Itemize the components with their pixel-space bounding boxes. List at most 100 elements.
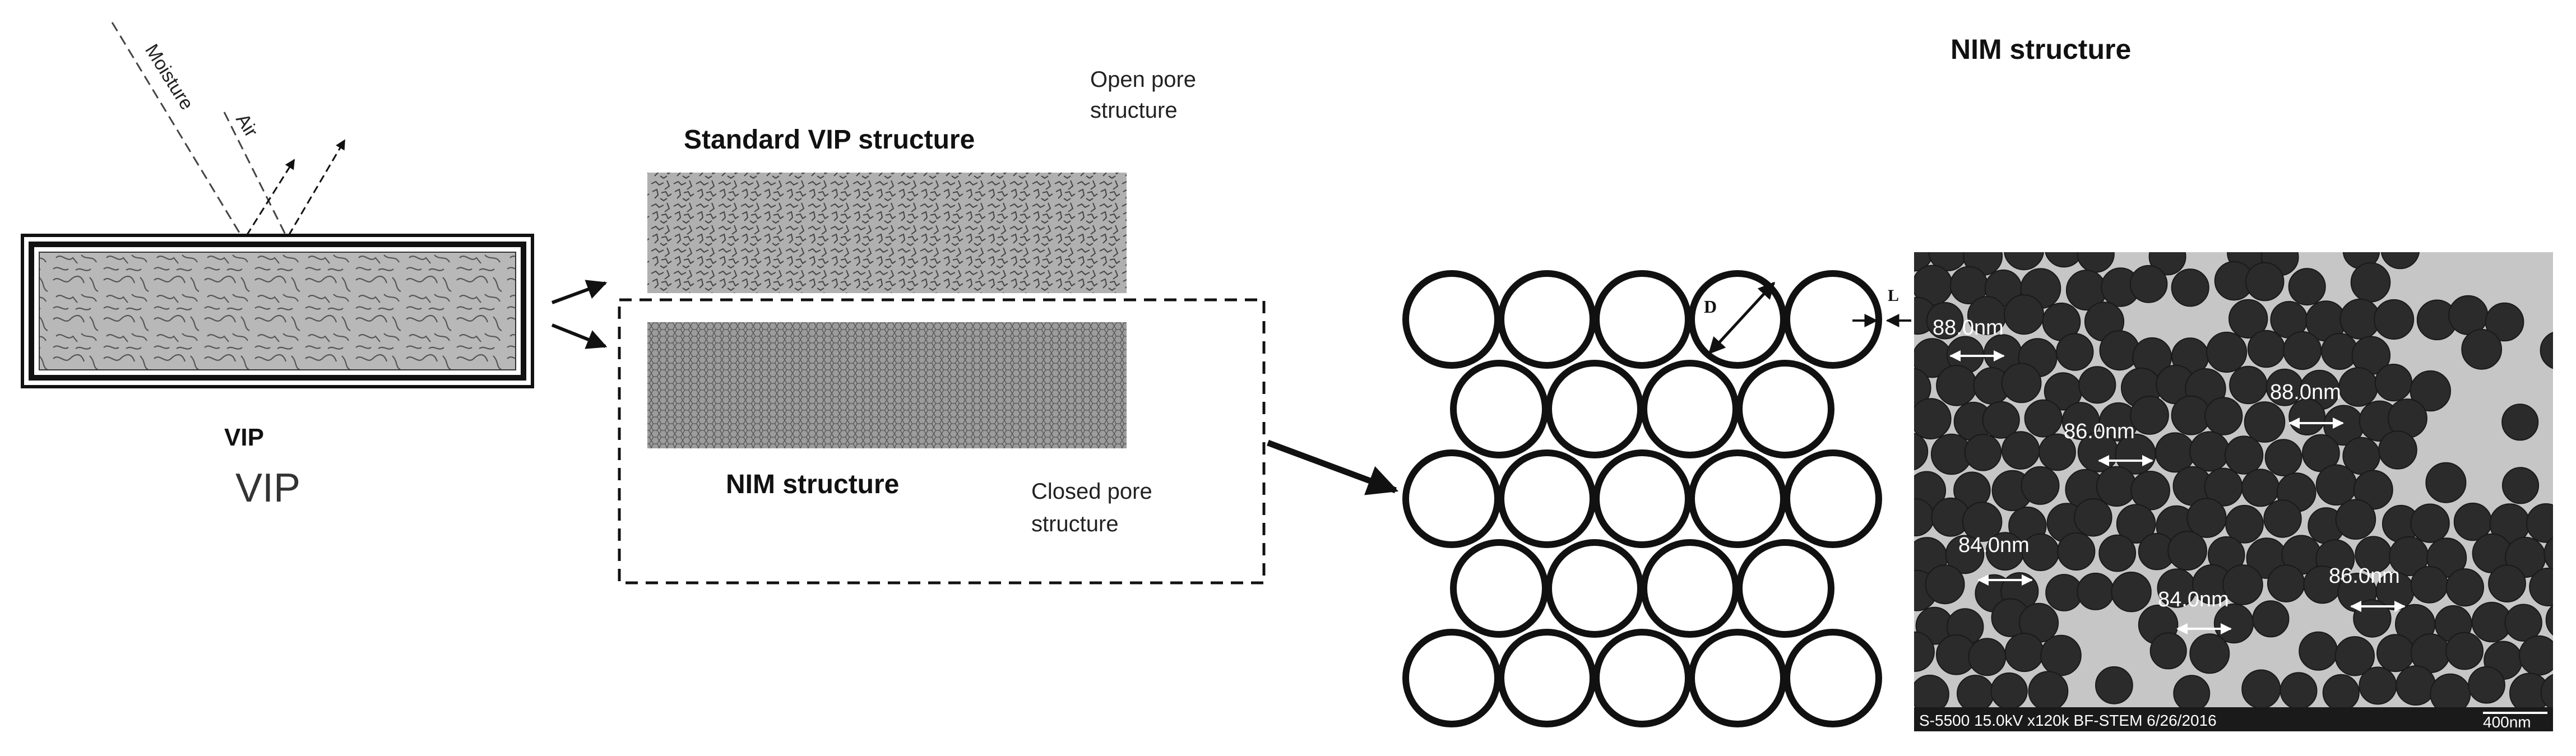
nanoparticle: [2299, 631, 2338, 671]
nanoparticle: [2241, 469, 2280, 507]
air-ray: [223, 112, 287, 236]
pore-circle: [1688, 629, 1787, 727]
measurement-3: 86.0nm: [2064, 420, 2153, 466]
nanoparticle: [1925, 564, 1965, 605]
nanoparticle: [2396, 665, 2436, 706]
nanoparticle: [2241, 669, 2281, 709]
nanoparticle: [2189, 633, 2230, 674]
nanoparticle: [2004, 294, 2045, 335]
nanoparticle: [2338, 367, 2379, 407]
vip-caption-bold: VIP: [224, 424, 264, 451]
nanoparticle: [2001, 431, 2040, 470]
measure-label-1: 88.0nm: [1933, 316, 2004, 340]
pore-circle: [1736, 539, 1834, 638]
measurement-4: 84.0nm: [1958, 534, 2033, 586]
gap-symbol: L: [1888, 286, 1899, 305]
nanoparticle: [2504, 604, 2542, 642]
vip-caption-plain: VIP: [235, 466, 300, 511]
nanoparticle: [2189, 431, 2230, 472]
nanoparticle: [2004, 252, 2044, 271]
circle-packing: [1402, 270, 1882, 727]
pore-circle: [1593, 629, 1692, 727]
pore-circle: [1688, 449, 1787, 548]
arrow-to-standard: [551, 280, 608, 304]
nanoparticle: [2445, 568, 2484, 607]
nanoparticle: [2186, 498, 2227, 538]
closed-pore-line2: structure: [1031, 512, 1119, 536]
nanoparticle: [2529, 567, 2553, 606]
nanoparticle: [2028, 671, 2069, 712]
nanoparticle: [1957, 675, 1994, 712]
reflected-ray-1: [245, 159, 295, 236]
nanoparticle: [2130, 471, 2170, 511]
nanoparticle: [2543, 536, 2553, 571]
pore-circle: [1545, 360, 1644, 458]
nanoparticle: [2425, 462, 2467, 503]
nanoparticle: [2001, 363, 2042, 403]
vip-panel: Moisture Air VIP VIP: [21, 22, 534, 511]
nanoparticle: [2225, 504, 2264, 544]
packing-annotations: D L: [1704, 281, 1911, 355]
measure-label-4: 84.0nm: [1958, 534, 2030, 557]
nanoparticle: [1914, 433, 1929, 471]
pore-circle: [1641, 360, 1739, 458]
pore-circle: [1783, 270, 1882, 369]
nanoparticle: [2359, 666, 2397, 705]
pore-circle: [1783, 629, 1882, 727]
nanoparticle: [2098, 534, 2137, 572]
nanoparticle: [2264, 439, 2302, 476]
pore-circle: [1402, 449, 1501, 548]
nanoparticle: [2228, 299, 2268, 339]
nanoparticle: [1945, 535, 1985, 574]
nanoparticle: [2252, 600, 2290, 638]
nanoparticle: [1914, 631, 1935, 672]
nanoparticle: [2322, 674, 2360, 712]
nanoparticle: [1964, 434, 2002, 471]
nanoparticle: [2077, 572, 2115, 610]
middle-panel: Standard VIP structure Open pore structu…: [618, 67, 1266, 585]
pore-circle: [1498, 449, 1596, 548]
nanoparticle: [2410, 503, 2450, 543]
micrograph-info-text: S-5500 15.0kV x120k BF-STEM 6/26/2016: [1919, 712, 2217, 729]
nanoparticle: [2376, 634, 2415, 672]
nanoparticle: [2315, 464, 2357, 506]
nanoparticle: [1936, 365, 1977, 406]
nanoparticle: [2224, 435, 2264, 475]
nanoparticle: [2545, 604, 2553, 636]
nanoparticle: [2074, 498, 2112, 537]
nanoparticle: [2155, 432, 2195, 473]
nanoparticle: [2501, 467, 2540, 504]
nanoparticle: [2485, 302, 2524, 342]
nim-structure-label: NIM structure: [726, 470, 899, 499]
measurement-2: 88.0nm: [2270, 381, 2344, 429]
nanoparticle: [2056, 333, 2094, 371]
nanoparticle: [1962, 502, 2003, 542]
nanoparticle: [1914, 498, 1935, 537]
nanoparticle: [1968, 638, 2007, 676]
measure-label-6: 86.0nm: [2329, 564, 2400, 588]
open-pore-line1: Open pore: [1090, 67, 1196, 92]
nanoparticle: [2096, 466, 2137, 507]
nanoparticle: [2077, 252, 2115, 273]
pore-circle: [1783, 449, 1882, 548]
pore-circle: [1402, 270, 1501, 369]
nanoparticle: [2519, 635, 2553, 676]
nanoparticle: [2280, 672, 2318, 709]
nanoparticle: [2171, 268, 2209, 307]
nanoparticle: [1982, 401, 2020, 439]
particle-field: [1914, 252, 2553, 715]
diameter-arrow: [1708, 281, 1776, 355]
nanoparticle: [2038, 433, 2076, 471]
nanoparticle: [2540, 674, 2553, 711]
nanoparticle: [2448, 295, 2489, 336]
pore-circle: [1402, 629, 1501, 727]
nanoparticle: [2173, 675, 2211, 712]
nanoparticle: [1990, 672, 2028, 710]
pore-circle: [1593, 270, 1692, 369]
measure-label-5: 84.0nm: [2158, 588, 2229, 611]
nanoparticle: [2350, 262, 2391, 303]
nanoparticle: [2247, 330, 2286, 368]
nanoparticle: [2222, 564, 2263, 605]
nanoparticle: [2461, 328, 2503, 370]
